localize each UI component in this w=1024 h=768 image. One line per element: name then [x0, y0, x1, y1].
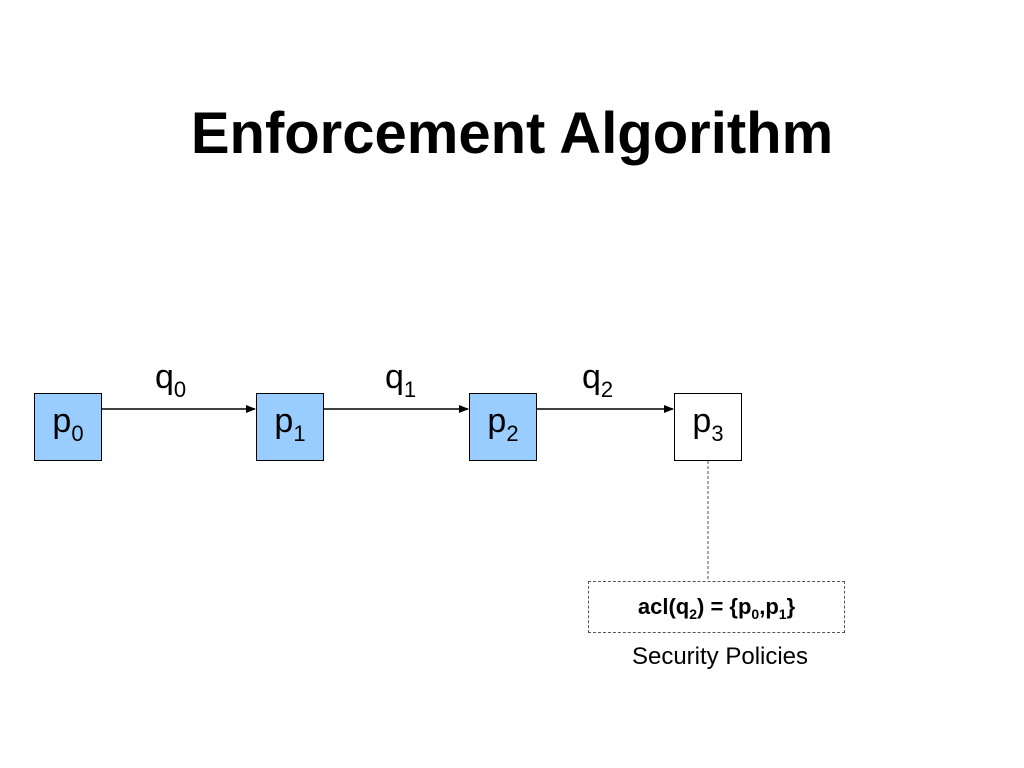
policy-caption: Security Policies — [631, 643, 809, 670]
edge-label-q2: q2 — [582, 357, 613, 401]
edge-label-subscript: 1 — [403, 377, 417, 402]
policy-text-suffix: } — [786, 594, 796, 619]
edge-label-base: q — [155, 358, 174, 396]
node-label-base: p — [692, 402, 712, 440]
edge-label-subscript: 2 — [600, 377, 614, 402]
node-p0: p0 — [34, 393, 102, 461]
edge-label-base: q — [582, 358, 601, 396]
node-label-base: p — [274, 402, 294, 440]
policy-text-prefix: acl(q — [637, 594, 690, 619]
policy-p-first-subscript: 0 — [751, 606, 760, 622]
node-label-subscript: 1 — [293, 421, 306, 446]
edge-label-q0: q0 — [155, 357, 186, 401]
node-label-subscript: 0 — [71, 421, 84, 446]
slide-title: Enforcement Algorithm — [190, 101, 834, 166]
node-label-base: p — [487, 402, 507, 440]
policy-separator: ,p — [759, 594, 779, 619]
policy-q-subscript: 2 — [689, 606, 698, 622]
edge-label-q1: q1 — [385, 357, 416, 401]
policy-box: acl(q2) = {p0,p1} — [588, 581, 845, 633]
node-p1: p1 — [256, 393, 324, 461]
edge-label-subscript: 0 — [173, 377, 187, 402]
node-label-base: p — [52, 402, 72, 440]
node-label-subscript: 3 — [711, 421, 724, 446]
node-label-subscript: 2 — [506, 421, 519, 446]
node-p3: p3 — [674, 393, 742, 461]
policy-text-middle: ) = {p — [697, 594, 752, 619]
edge-label-base: q — [385, 358, 404, 396]
node-p2: p2 — [469, 393, 537, 461]
policy-p-second-subscript: 1 — [778, 606, 787, 622]
